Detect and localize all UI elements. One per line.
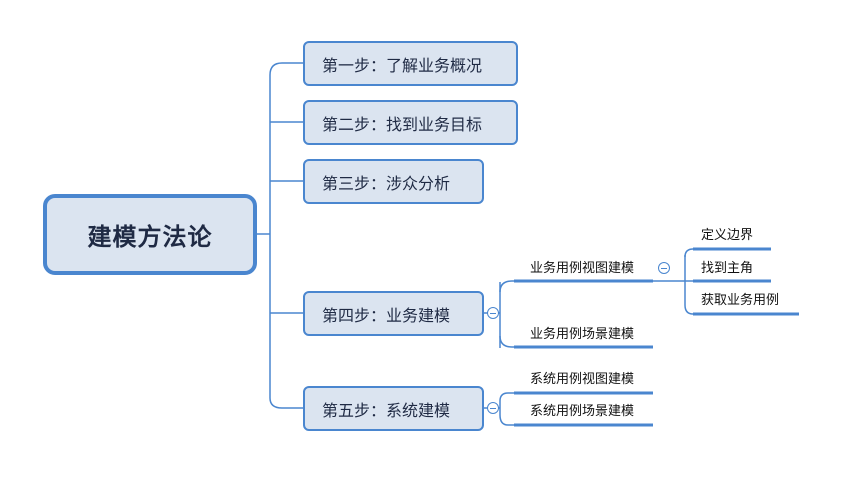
collapse-step4-icon[interactable] [487, 307, 499, 319]
connector-step4-child-2 [499, 335, 653, 348]
connector-step5-child-1 [499, 392, 653, 402]
leaf-label: 定义边界 [701, 228, 754, 243]
leaf-define-boundary[interactable]: 定义边界 [701, 228, 753, 244]
connector-gc-3 [684, 304, 799, 315]
collapse-usecase-view-icon[interactable] [658, 262, 670, 274]
step-label-1: 第一步：了解业务概况 [322, 55, 483, 75]
connector-step5-child-2 [499, 414, 653, 426]
connector-step-1 [269, 62, 303, 76]
leaf-label: 获取业务用例 [701, 293, 780, 308]
subnode-system-usecase-view[interactable]: 系统用例视图建模 [530, 372, 634, 388]
step-label-4: 第四步：业务建模 [322, 305, 451, 325]
step-label-5: 第五步：系统建模 [322, 400, 451, 420]
connector-step-5 [269, 397, 303, 409]
subnode-label: 业务用例场景建模 [530, 327, 635, 342]
subnode-business-usecase-view[interactable]: 业务用例视图建模 [530, 261, 634, 277]
subnode-label: 业务用例视图建模 [530, 261, 635, 276]
step-label-2: 第二步：找到业务目标 [322, 114, 483, 134]
leaf-find-actor[interactable]: 找到主角 [701, 261, 753, 277]
connector-step4-child-1 [499, 280, 653, 293]
connector-gc-1 [684, 248, 771, 258]
step-label-3: 第三步：涉众分析 [322, 173, 451, 193]
root-node[interactable]: 建模方法论 [43, 194, 257, 275]
subnode-label: 系统用例视图建模 [530, 372, 635, 387]
leaf-label: 找到主角 [701, 261, 754, 276]
step-node-4[interactable]: 第四步：业务建模 [303, 291, 484, 336]
root-label: 建模方法论 [87, 223, 213, 251]
collapse-step5-icon[interactable] [487, 402, 499, 414]
subnode-label: 系统用例场景建模 [530, 404, 635, 419]
subnode-business-usecase-scenario[interactable]: 业务用例场景建模 [530, 327, 634, 343]
subnode-system-usecase-scenario[interactable]: 系统用例场景建模 [530, 404, 634, 420]
leaf-get-business-usecase[interactable]: 获取业务用例 [701, 293, 779, 309]
step-node-2[interactable]: 第二步：找到业务目标 [303, 100, 518, 145]
step-node-1[interactable]: 第一步：了解业务概况 [303, 41, 518, 86]
step-node-5[interactable]: 第五步：系统建模 [303, 386, 484, 431]
step-node-3[interactable]: 第三步：涉众分析 [303, 159, 484, 204]
